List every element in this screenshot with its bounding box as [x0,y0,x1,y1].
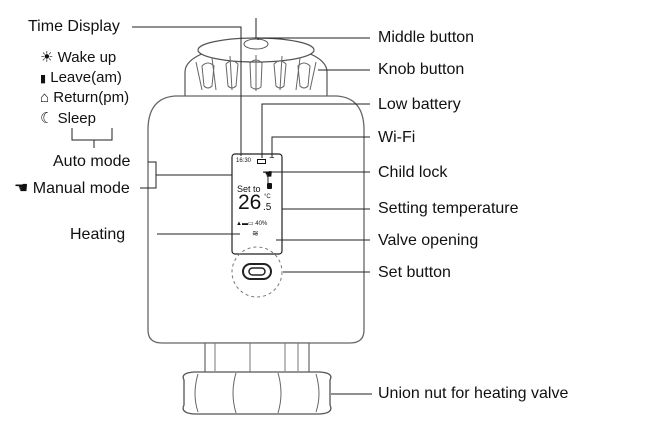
label-valve-opening: Valve opening [378,232,479,249]
mode-label: Leave(am) [50,69,122,86]
label-auto-mode: Auto mode [53,153,131,170]
lcd-set-to: Set to [237,184,261,194]
manual-mode-text: Manual mode [32,180,130,197]
mode-label: Sleep [57,110,96,127]
set-button-graphic[interactable] [231,246,283,298]
label-manual-mode: ☚ Manual mode [14,180,130,198]
lcd-temp-dec: .5 [263,202,272,213]
home-icon: ⌂ [40,89,50,106]
knob-button-graphic [184,37,328,102]
lock-icon [267,183,272,189]
label-setting-temperature: Setting temperature [378,200,519,217]
lcd-temp-int: 26 [238,191,262,214]
union-nut-graphic [182,371,332,415]
mode-item-leave: ▮ Leave(am) [40,69,122,88]
door-icon: ▮ [40,73,47,85]
lcd-valve-percent: 40% [255,221,268,227]
lcd-screen [231,153,283,255]
label-time-display: Time Display [28,18,120,35]
heating-icon: ≋ [252,229,259,238]
hand-icon: ☚ [14,180,29,197]
leader-lines [71,18,372,395]
mode-item-return: ⌂ Return(pm) [40,89,129,106]
mode-item-wake-up: ☀ Wake up [40,49,116,66]
label-union-nut: Union nut for heating valve [378,385,569,402]
label-child-lock: Child lock [378,164,448,181]
lcd-status-row: ▲▬▭ 40% [236,221,268,227]
neck-graphic [204,342,310,374]
label-low-battery: Low battery [378,96,461,113]
label-knob-button: Knob button [378,61,465,78]
wifi-icon: ⌔ [268,155,276,164]
label-middle-button: Middle button [378,29,475,46]
battery-icon [257,159,266,164]
lcd-time: 16:30 [236,158,252,164]
sun-icon: ☀ [40,49,54,66]
mode-label: Return(pm) [53,89,130,106]
label-wifi: Wi-Fi [378,129,416,146]
mode-item-sleep: ☾ Sleep [40,110,96,127]
label-set-button: Set button [378,264,451,281]
mode-label: Wake up [57,49,117,66]
lcd-temp-unit: °C [264,194,271,200]
label-heating: Heating [70,226,126,243]
moon-icon: ☾ [40,110,54,127]
hand-icon: ☚ [262,167,273,181]
